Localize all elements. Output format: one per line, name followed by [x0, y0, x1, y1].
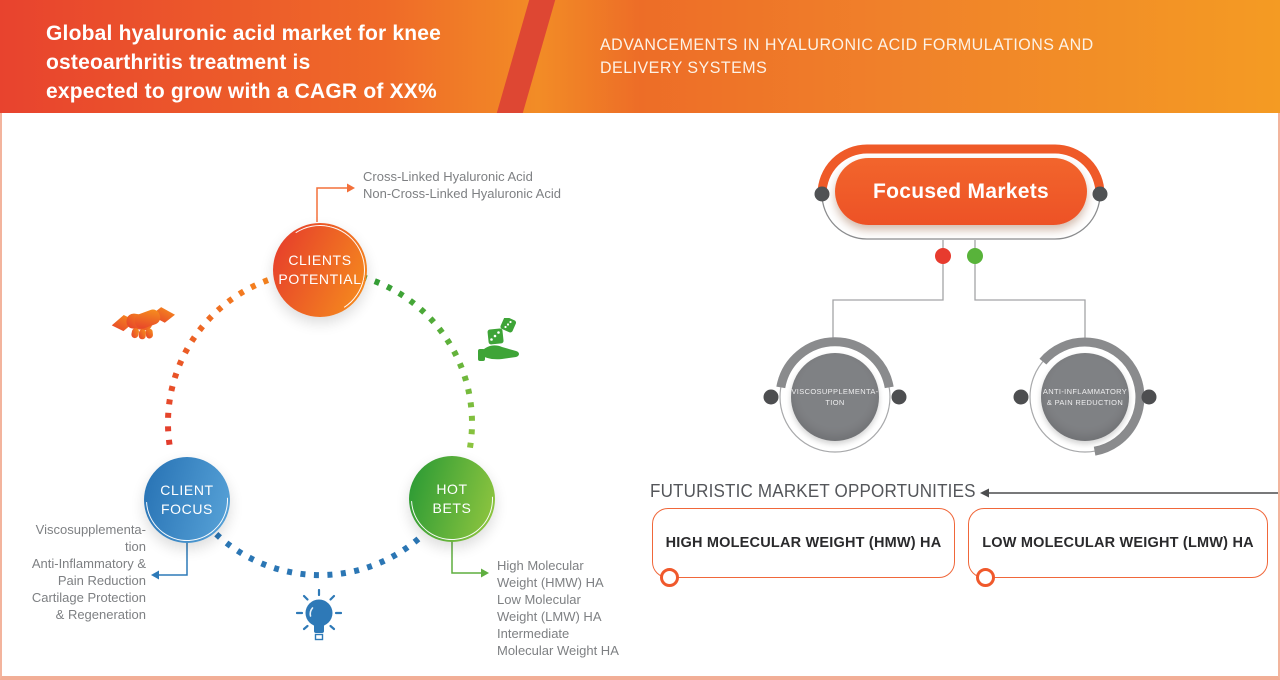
hot-bets-callout: High Molecular Weight (HMW) HA Low Molec…: [497, 558, 619, 658]
client-focus-callout: Viscosupplementa- tion Anti-Inflammatory…: [31, 522, 146, 622]
header-banner: Global hyaluronic acid market for knee o…: [0, 0, 1280, 113]
opportunity-box-hmw-corner-ring: [660, 568, 679, 587]
opportunity-box-lmw: LOW MOLECULAR WEIGHT (LMW) HA: [968, 508, 1268, 578]
page-title: Global hyaluronic acid market for knee o…: [46, 22, 442, 103]
handshake-icon: [111, 307, 175, 340]
opportunity-box-hmw-label: HIGH MOLECULAR WEIGHT (HMW) HA: [665, 535, 942, 551]
circle-hot-bets: HOT BETS: [409, 456, 495, 542]
opportunity-box-lmw-corner-ring: [976, 568, 995, 587]
focused-markets-label: Focused Markets: [872, 179, 1050, 203]
node-anti-inflammatory-label: ANTI-INFLAMMATORY & PAIN REDUCTION: [1042, 386, 1128, 407]
circle-clients-potential: CLIENTS POTENTIAL: [273, 223, 367, 317]
circle-clients-potential-label: CLIENTS POTENTIAL: [278, 252, 362, 287]
opportunity-box-hmw: HIGH MOLECULAR WEIGHT (HMW) HA: [652, 508, 955, 578]
opportunities-heading: FUTURISTIC MARKET OPPORTUNITIES: [650, 480, 976, 501]
lightbulb-icon: [296, 589, 342, 641]
hand-dice-icon: [478, 318, 519, 361]
focused-markets-pill: Focused Markets: [835, 158, 1087, 225]
header-subtitle: ADVANCEMENTS IN HYALURONIC ACID FORMULAT…: [600, 36, 1094, 78]
circle-client-focus-label: CLIENT FOCUS: [160, 482, 214, 517]
node-anti-inflammatory: ANTI-INFLAMMATORY & PAIN REDUCTION: [1041, 353, 1129, 441]
node-viscosupplementation-label: VISCOSUPPLEMENTA- TION: [791, 386, 879, 407]
clients-potential-callout: Cross-Linked Hyaluronic Acid Non-Cross-L…: [363, 169, 561, 201]
node-viscosupplementation: VISCOSUPPLEMENTA- TION: [791, 353, 879, 441]
opportunity-box-lmw-label: LOW MOLECULAR WEIGHT (LMW) HA: [982, 535, 1254, 551]
circle-hot-bets-label: HOT BETS: [432, 481, 472, 516]
circle-client-focus: CLIENT FOCUS: [144, 457, 230, 543]
